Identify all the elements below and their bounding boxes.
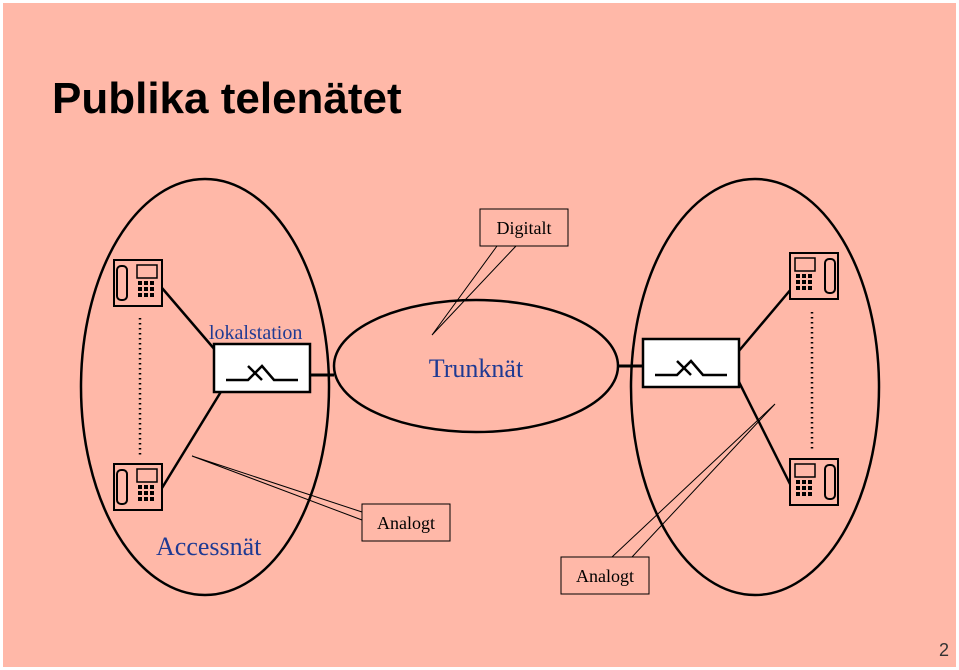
callout-analogt-center: Analogt	[377, 513, 435, 533]
right-access-ellipse	[629, 177, 881, 597]
switch-icon	[212, 342, 312, 394]
subscriber-line-left-bottom	[160, 389, 224, 489]
telephone-icon	[789, 252, 839, 300]
subscriber-line-right-top	[737, 287, 793, 353]
callout-box-analogt-center	[361, 503, 451, 542]
callout-analogt-right: Analogt	[576, 566, 634, 586]
callout-box-analogt-right	[560, 556, 650, 595]
label-accessnat: Accessnät	[156, 532, 262, 561]
callout-pointer-digitalt	[431, 245, 517, 336]
telephone-icon	[113, 259, 163, 307]
callout-box-digitalt	[479, 208, 569, 247]
slide-title: Publika telenätet	[52, 74, 402, 123]
page-number: 2	[938, 640, 949, 660]
subscriber-line-right-bottom	[736, 379, 794, 489]
callout-digitalt: Digitalt	[497, 218, 552, 238]
switch-icon	[641, 337, 741, 389]
callout-pointer-analogt-center	[191, 455, 363, 521]
subscriber-line-left-top	[161, 287, 223, 359]
telephone-icon	[789, 458, 839, 506]
telephone-icon	[113, 463, 163, 511]
left-access-ellipse	[79, 177, 331, 597]
label-lokalstation: lokalstation	[209, 322, 302, 344]
callout-pointer-analogt-right	[611, 403, 776, 558]
slide-background	[3, 3, 956, 667]
label-trunknat: Trunknät	[429, 354, 524, 383]
